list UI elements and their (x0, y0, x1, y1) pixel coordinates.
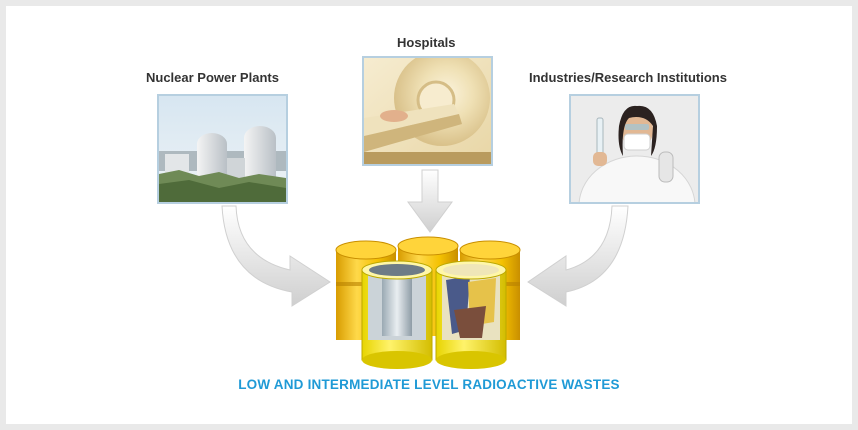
nuclear-power-plant-photo (157, 94, 288, 204)
researcher-photo (569, 94, 700, 204)
cutaway-drum-right (435, 260, 507, 369)
waste-category-caption: LOW AND INTERMEDIATE LEVEL RADIOACTIVE W… (238, 377, 620, 392)
industries-research-label: Industries/Research Institutions (529, 70, 727, 85)
left-arrow-icon (221, 205, 331, 307)
cutaway-drum-left (361, 260, 433, 369)
center-arrow-icon (407, 169, 453, 233)
nuclear-power-plants-label: Nuclear Power Plants (146, 70, 279, 85)
hospitals-label: Hospitals (397, 35, 456, 50)
hospital-mri-photo (362, 56, 493, 166)
right-arrow-icon (527, 205, 629, 307)
